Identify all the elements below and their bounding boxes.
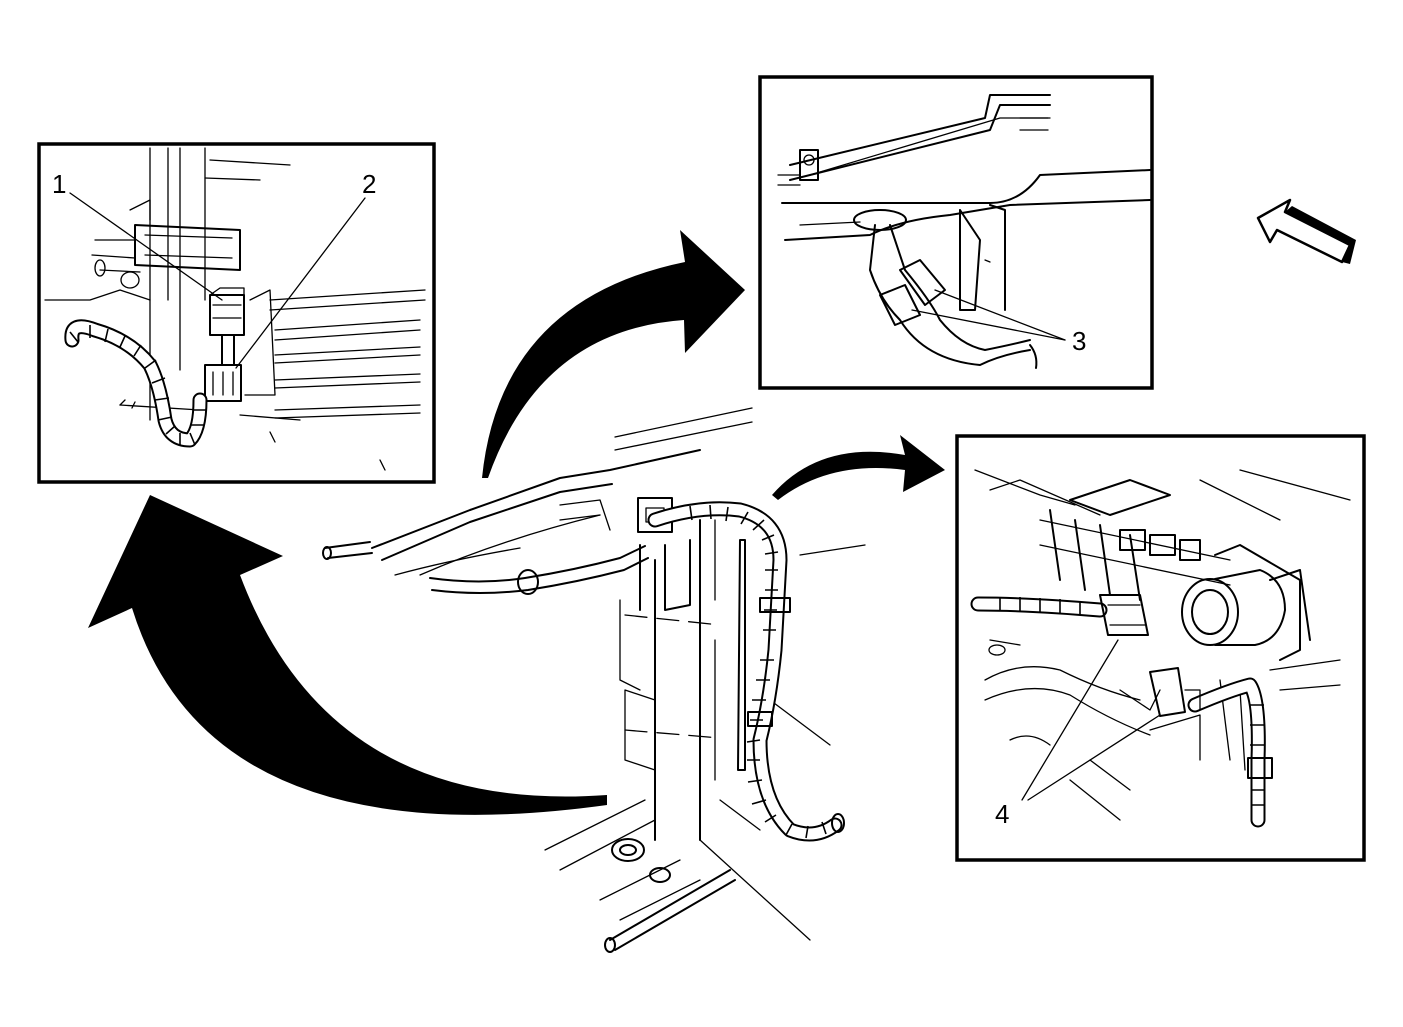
view-direction-arrow-icon xyxy=(1256,198,1356,264)
arrow-to-right-inset xyxy=(772,435,945,500)
bottom-right-inset-panel: 4 xyxy=(955,434,1366,862)
top-right-inset-panel: 3 xyxy=(758,75,1154,390)
callout-2-leader xyxy=(235,197,366,369)
callout-1-leader xyxy=(69,192,223,301)
arrow-to-left-inset xyxy=(88,495,607,815)
callout-3-label: 3 xyxy=(1072,326,1086,356)
arrow-to-top-inset xyxy=(482,230,745,478)
callout-4-label: 4 xyxy=(995,799,1009,829)
main-harness-view xyxy=(322,407,866,953)
left-inset-panel: 1 2 xyxy=(37,142,436,484)
callout-1-label: 1 xyxy=(52,169,66,199)
callout-2-label: 2 xyxy=(362,169,376,199)
